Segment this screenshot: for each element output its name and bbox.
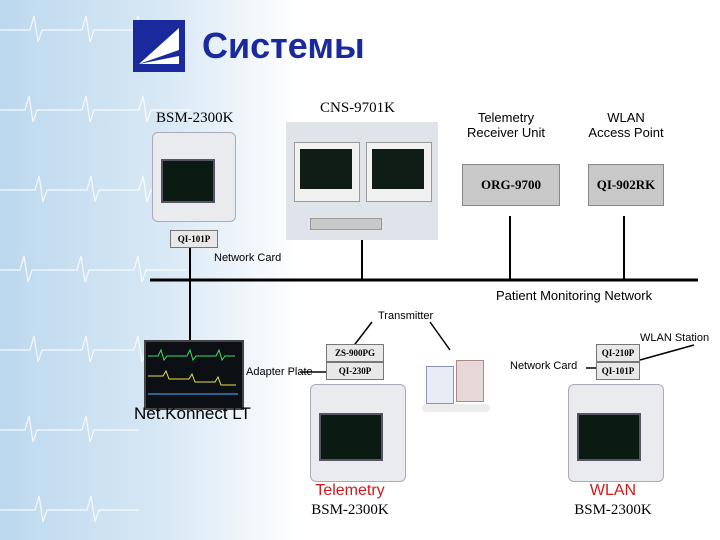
ecg-background-pattern: [0, 15, 191, 523]
network-card-bottom-label: Network Card: [510, 360, 578, 372]
wlan-bsm-label: BSM-2300K: [574, 502, 652, 518]
wlan-label: WLAN: [589, 482, 637, 499]
qi-101p-bottom-tag: QI-101P: [596, 362, 640, 380]
cns-label: CNS-9701K: [320, 100, 396, 116]
bsm-top-monitor-image: [152, 132, 236, 222]
qi-230p-tag: QI-230P: [326, 362, 384, 380]
qi-101p-top-tag: QI-101P: [170, 230, 218, 248]
org-9700-box: ORG-9700: [462, 164, 560, 206]
wlan-station-label: WLAN Station: [640, 332, 710, 344]
zs-900pg-tag: ZS-900PG: [326, 344, 384, 362]
telemetry-receiver-label: Telemetry Receiver Unit: [466, 110, 546, 140]
netkonnect-screen-image: [144, 340, 244, 410]
cns-workstation-image: [286, 122, 438, 240]
telemetry-bsm-monitor-image: [310, 384, 406, 482]
company-logo: [133, 20, 185, 72]
telemetry-bsm-label: BSM-2300K: [311, 502, 389, 518]
transmitter-label: Transmitter: [378, 310, 434, 322]
wlan-bsm-monitor-image: [568, 384, 664, 482]
netkonnect-label: Net.Konnect LT: [134, 404, 251, 423]
qi-902rk-box: QI-902RK: [588, 164, 664, 206]
network-card-top-label: Network Card: [214, 252, 282, 264]
telemetry-label: Telemetry: [315, 482, 385, 499]
patient-network-label: Patient Monitoring Network: [496, 288, 653, 303]
page-title: Системы: [202, 25, 365, 66]
wlan-access-point-label: WLAN Access Point: [588, 110, 664, 140]
transmitter-device-image: [420, 352, 492, 414]
adapter-plate-label: Adapter Plate: [246, 366, 313, 378]
qi-210p-tag: QI-210P: [596, 344, 640, 362]
bsm-top-label: BSM-2300K: [156, 110, 234, 126]
